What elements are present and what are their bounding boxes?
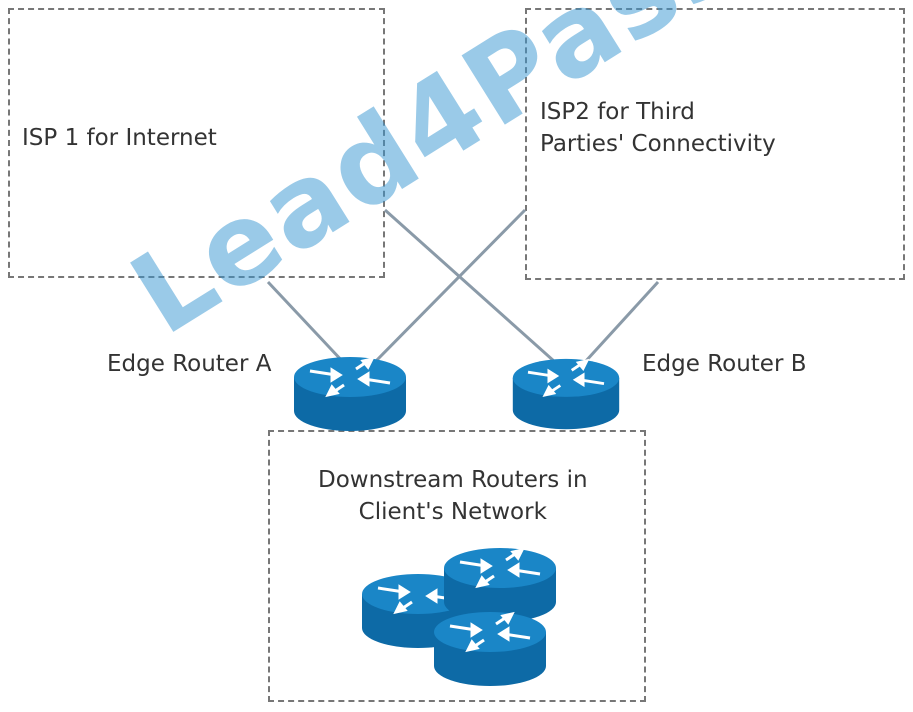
downstream-router-3-icon <box>434 611 546 686</box>
downstream-router-2-icon <box>444 547 556 622</box>
isp1-label: ISP 1 for Internet <box>22 125 217 151</box>
link-isp1-edge-a <box>266 280 347 366</box>
downstream-box <box>268 430 646 702</box>
isp2-box <box>525 8 905 280</box>
link-isp1-edge-b <box>384 208 556 364</box>
downstream-label: Downstream Routers in Client's Network <box>318 467 588 525</box>
link-isp2-edge-b <box>583 280 660 364</box>
edge-router-b-icon <box>512 358 620 430</box>
edge-router-b-label: Edge Router B <box>642 351 807 377</box>
link-isp2-edge-a <box>373 208 527 364</box>
edge-router-a-icon <box>294 356 406 431</box>
isp1-box <box>8 8 385 278</box>
edge-router-a-label: Edge Router A <box>107 351 272 377</box>
isp2-label: ISP2 for Third Parties' Connectivity <box>540 99 776 157</box>
